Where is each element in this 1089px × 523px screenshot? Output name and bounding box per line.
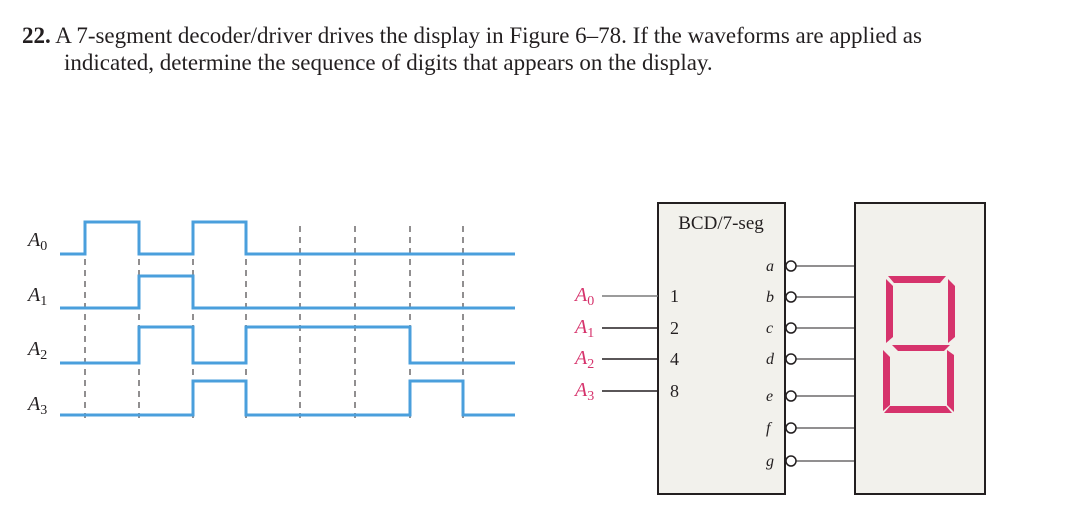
waveform-a2: [60, 325, 515, 365]
pin-8: 8: [670, 381, 679, 401]
output-label-f: f: [766, 420, 773, 437]
segment-a: [888, 276, 946, 283]
output-label-e: e: [766, 388, 773, 405]
output-label-g: g: [766, 453, 774, 470]
problem-line-2: indicated, determine the sequence of dig…: [64, 50, 713, 75]
input-label-a0: A0: [573, 284, 594, 309]
segment-f: [886, 279, 893, 343]
waveform-group: [60, 220, 515, 417]
output-bubble-d: [785, 353, 797, 365]
problem-text: 22. A 7-segment decoder/driver drives th…: [22, 22, 1062, 76]
decoder-box: [657, 202, 786, 495]
display-digit: [883, 276, 955, 413]
output-bubble-a: [785, 260, 797, 272]
segment-c: [947, 350, 954, 412]
output-bubble-c: [785, 322, 797, 334]
problem-number: 22.: [22, 23, 51, 48]
waveform-a3: [60, 379, 515, 417]
waveform-label-a2: A2: [26, 338, 47, 363]
input-label-a2: A2: [573, 347, 594, 372]
waveform-label-a1: A1: [26, 284, 47, 309]
output-bubble-e: [785, 390, 797, 402]
output-bubble-b: [785, 291, 797, 303]
output-bubble-f: [785, 422, 797, 434]
input-label-a3: A3: [573, 379, 594, 404]
output-label-c: c: [766, 320, 773, 337]
waveform-label-a0: A0: [26, 229, 47, 254]
segment-e: [883, 350, 890, 411]
pin-4: 4: [670, 349, 679, 369]
decoder-outputs: a b c d e f g: [766, 258, 797, 470]
pin-1: 1: [670, 286, 679, 306]
output-label-b: b: [766, 289, 774, 306]
decoder-title: BCD/7-seg: [678, 213, 764, 234]
segment-g: [892, 345, 950, 351]
input-label-a1: A1: [573, 316, 594, 341]
waveform-a1: [60, 274, 515, 310]
output-label-d: d: [766, 351, 775, 368]
segment-b: [948, 279, 955, 343]
waveform-labels: A0 A1 A2 A3: [26, 229, 47, 418]
segment-d: [884, 406, 952, 413]
waveform-label-a3: A3: [26, 393, 47, 418]
problem-line-1: A 7-segment decoder/driver drives the di…: [55, 23, 922, 48]
pin-2: 2: [670, 318, 679, 338]
waveform-a0: [60, 220, 515, 256]
output-bubble-g: [785, 455, 797, 467]
output-label-a: a: [766, 258, 774, 275]
